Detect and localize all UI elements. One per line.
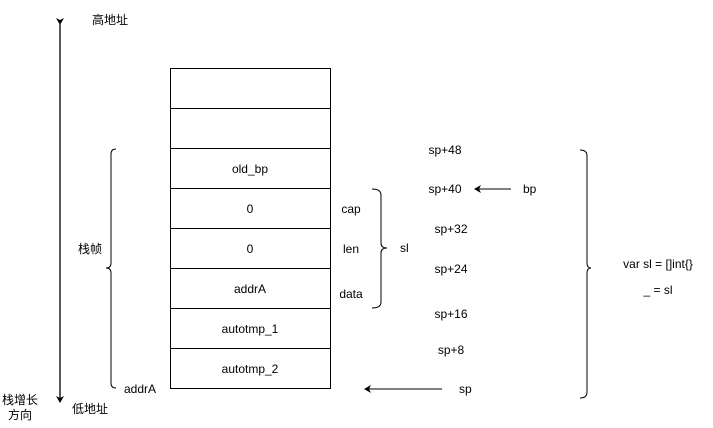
stack-cells: old_bp 0 0 addrA autotmp_1 autotmp_2 bbox=[170, 68, 331, 389]
offset-sp-24: sp+24 bbox=[434, 262, 467, 276]
stack-cell-value: addrA bbox=[234, 282, 266, 296]
slice-field-len: len bbox=[343, 242, 359, 256]
bp-label: bp bbox=[523, 182, 537, 196]
growth-direction-label-1: 栈增长 bbox=[2, 392, 38, 407]
stack-cell-value: autotmp_2 bbox=[222, 362, 279, 376]
stack-frame-brace bbox=[105, 148, 117, 389]
stack-cell-value: 0 bbox=[247, 202, 254, 216]
stack-cell bbox=[170, 108, 331, 149]
slice-brace bbox=[371, 188, 388, 309]
code-line-2: _ = sl bbox=[642, 283, 672, 297]
stack-cell-value: 0 bbox=[247, 242, 254, 256]
stack-frame-label: 栈帧 bbox=[78, 241, 102, 256]
offset-sp-8: sp+8 bbox=[438, 343, 465, 357]
code-scope-brace bbox=[579, 149, 592, 399]
low-address-label: 低地址 bbox=[72, 402, 108, 416]
slice-field-cap: cap bbox=[341, 202, 361, 216]
stack-cell bbox=[170, 348, 331, 389]
offset-sp-48: sp+48 bbox=[428, 143, 461, 157]
offset-sp-16: sp+16 bbox=[434, 307, 467, 321]
high-address-label: 高地址 bbox=[92, 12, 128, 27]
slice-name-label: sl bbox=[400, 241, 409, 255]
stack-cell-value: autotmp_1 bbox=[222, 322, 279, 336]
stack-cell bbox=[170, 268, 331, 309]
stack-cell-value: old_bp bbox=[232, 162, 268, 176]
stack-cell bbox=[170, 68, 331, 109]
frame-bottom-address-label: addrA bbox=[124, 382, 156, 396]
stack-cell bbox=[170, 308, 331, 349]
offset-sp-40: sp+40 bbox=[428, 182, 461, 196]
growth-direction-label-2: 方向 bbox=[8, 407, 32, 422]
code-line-1: var sl = []int{} bbox=[623, 257, 693, 271]
offset-sp-32: sp+32 bbox=[434, 222, 467, 236]
sp-label: sp bbox=[459, 382, 472, 396]
slice-field-data: data bbox=[339, 287, 363, 301]
stack-cell bbox=[170, 188, 331, 229]
